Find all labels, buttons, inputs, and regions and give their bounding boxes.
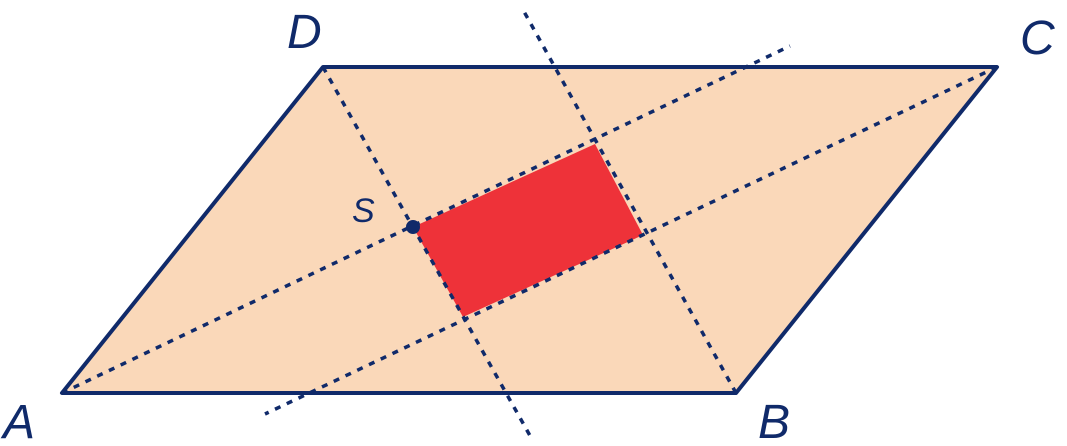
point-label-s: S	[352, 192, 375, 230]
bisector-line-b	[520, 7, 738, 394]
vertex-label-c: C	[1020, 12, 1055, 65]
bisector-line-c	[264, 65, 998, 416]
bisector-rectangle	[413, 144, 643, 317]
vertex-label-b: B	[758, 396, 790, 446]
vertex-label-a: A	[0, 396, 35, 446]
vertex-label-d: D	[287, 6, 322, 59]
bisector-line-a	[61, 44, 791, 395]
point-s	[406, 220, 420, 234]
